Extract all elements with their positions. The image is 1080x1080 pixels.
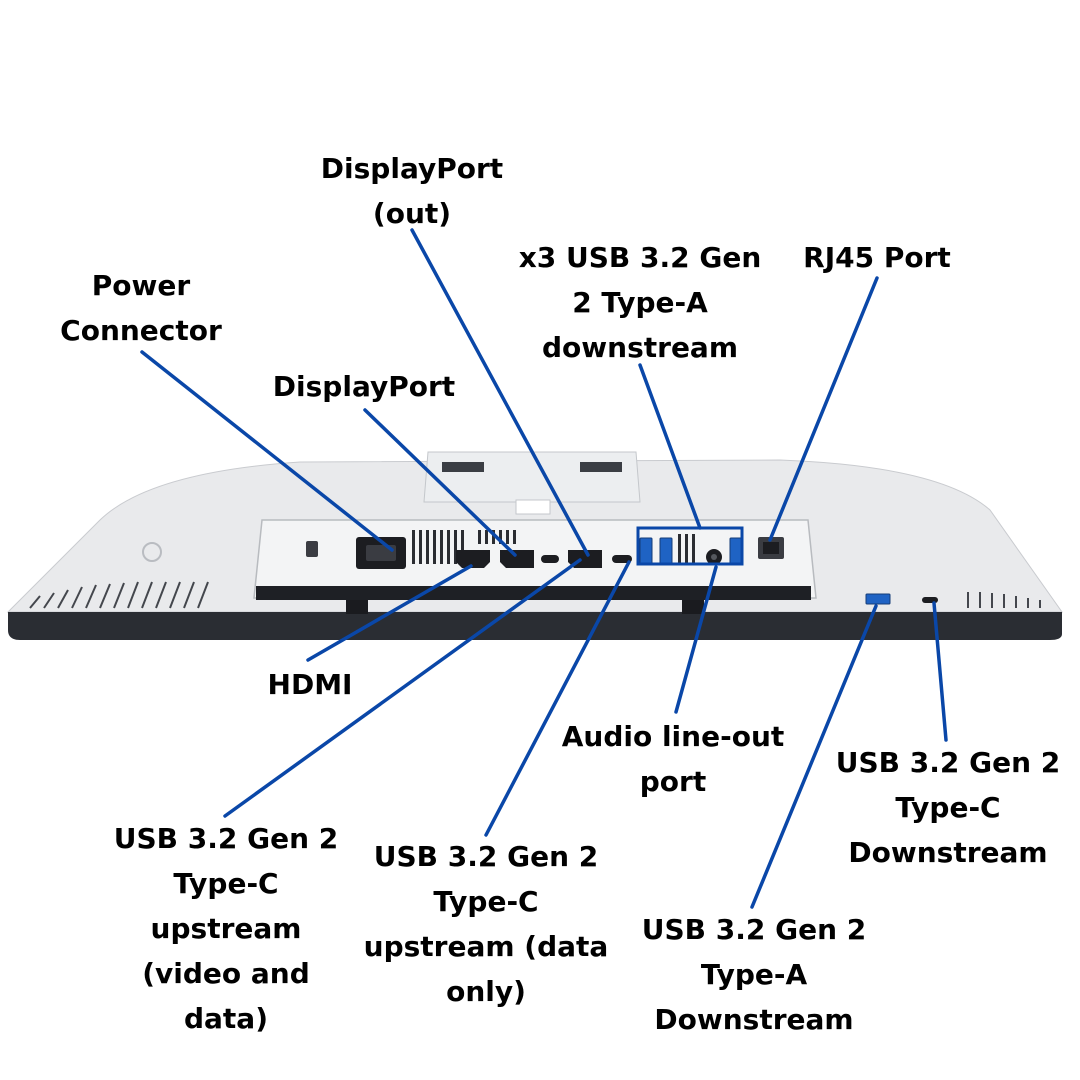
label-line: Type-C xyxy=(895,791,1001,824)
usba-port-3 xyxy=(729,537,743,565)
label-line: upstream xyxy=(150,912,302,945)
label-line: upstream (data xyxy=(363,930,609,963)
label-line: port xyxy=(639,765,707,798)
leader-lines xyxy=(140,228,948,909)
label-line: Type-C xyxy=(433,885,539,918)
label-audio-line-out: Audio line-out port xyxy=(550,714,796,804)
usba-group-highlight xyxy=(636,526,744,566)
label-line: 2 Type-A xyxy=(572,286,708,319)
usbc-port-small xyxy=(541,555,559,563)
side-usbc-port xyxy=(922,597,938,603)
label-line: Downstream xyxy=(848,836,1048,869)
usba-port-2 xyxy=(659,537,673,565)
label-usba-downstream: USB 3.2 Gen 2 Type-A Downstream xyxy=(636,907,872,1042)
hdmi-port xyxy=(456,550,490,568)
rear-vent-slots xyxy=(412,530,695,564)
monitor-base xyxy=(8,612,1062,640)
logo-mark xyxy=(142,542,162,562)
label-line: USB 3.2 Gen 2 xyxy=(835,746,1061,779)
side-usba-port xyxy=(865,593,891,605)
label-line: x3 USB 3.2 Gen xyxy=(518,241,762,274)
usbc-data-port xyxy=(612,555,632,563)
label-line: Connector xyxy=(60,314,222,347)
displayport-port xyxy=(500,550,534,568)
leader-usba-down xyxy=(750,604,878,909)
label-displayport: DisplayPort xyxy=(264,364,464,409)
label-line: DisplayPort xyxy=(272,370,456,403)
label-line: Type-C xyxy=(173,867,279,900)
label-line: Power xyxy=(91,269,191,302)
label-line: Downstream xyxy=(654,1003,854,1036)
label-usbc-upstream-data: USB 3.2 Gen 2 Type-C upstream (data only… xyxy=(356,834,616,1014)
label-usbc-downstream: USB 3.2 Gen 2 Type-C Downstream xyxy=(830,740,1066,875)
label-line: only) xyxy=(446,975,526,1008)
left-vent-grille xyxy=(29,581,209,609)
label-power-connector: Power Connector xyxy=(46,263,236,353)
label-line: USB 3.2 Gen 2 xyxy=(641,913,867,946)
label-displayport-out: DisplayPort (out) xyxy=(312,146,512,236)
label-usba-x3: x3 USB 3.2 Gen 2 Type-A downstream xyxy=(515,235,765,370)
leader-displayport xyxy=(363,408,517,557)
leader-audio xyxy=(674,565,718,714)
label-line: HDMI xyxy=(267,668,353,701)
label-line: RJ45 Port xyxy=(803,241,951,274)
right-vent-grille xyxy=(967,592,1041,608)
label-line: Audio line-out xyxy=(561,720,785,753)
label-line: Type-A xyxy=(700,958,808,991)
leader-usbc-up-data xyxy=(484,560,631,837)
usba-port-1 xyxy=(639,537,653,565)
leader-usbc-down xyxy=(932,601,948,742)
label-usbc-upstream-video: USB 3.2 Gen 2 Type-C upstream (video and… xyxy=(106,816,346,1041)
leader-usbc-up-video xyxy=(223,558,582,818)
label-line: USB 3.2 Gen 2 xyxy=(113,822,339,855)
label-hdmi: HDMI xyxy=(250,662,370,707)
label-line: data) xyxy=(183,1002,268,1035)
stand-mount xyxy=(423,451,641,503)
label-line: downstream xyxy=(542,331,738,364)
label-line: USB 3.2 Gen 2 xyxy=(373,840,599,873)
label-line: (out) xyxy=(372,197,452,230)
leader-hdmi xyxy=(306,564,473,662)
leader-usba-x3 xyxy=(638,363,702,530)
leader-displayport-out xyxy=(410,228,590,557)
label-rj45: RJ45 Port xyxy=(788,235,966,280)
leader-power xyxy=(140,350,394,552)
label-line: DisplayPort xyxy=(320,152,504,185)
leader-rj45 xyxy=(768,276,879,542)
label-line: (video and xyxy=(142,957,310,990)
